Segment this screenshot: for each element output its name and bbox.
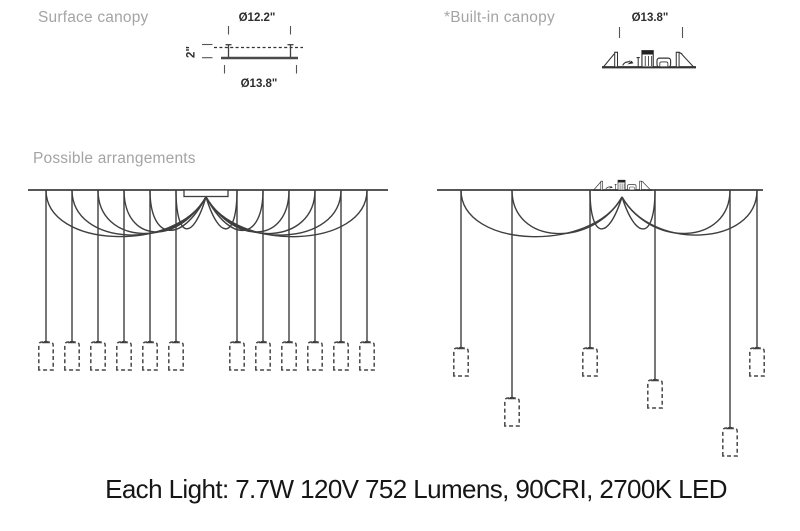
pendant-shade bbox=[116, 341, 132, 371]
cord-swag bbox=[205, 189, 368, 238]
surface-bottom-diameter-label: Ø13.8" bbox=[241, 78, 278, 90]
surface-canopy-box bbox=[183, 189, 229, 198]
pendant-shade bbox=[722, 427, 738, 457]
pendant-shade bbox=[168, 341, 184, 371]
cord-swag bbox=[149, 189, 207, 231]
dim-ticks-13 bbox=[223, 65, 298, 74]
pendant-shade bbox=[229, 341, 245, 371]
pendant-shade bbox=[281, 341, 297, 371]
built-in-diameter-label: Ø13.8" bbox=[632, 12, 669, 24]
arrangement-built-in-canopy bbox=[437, 189, 765, 457]
pendant-shade bbox=[582, 347, 598, 377]
dim-ticks-built-in bbox=[618, 27, 684, 38]
spec-line: Each Light: 7.7W 120V 752 Lumens, 90CRI,… bbox=[105, 474, 727, 504]
possible-arrangements-label: Possible arrangements bbox=[33, 150, 196, 167]
cord-swag bbox=[45, 189, 207, 238]
cord-swag bbox=[621, 189, 758, 236]
arrangement-surface-canopy bbox=[28, 189, 388, 371]
cord-swag bbox=[123, 189, 207, 233]
pendant-shade bbox=[255, 341, 271, 371]
built-in-canopy-label: *Built-in canopy bbox=[444, 9, 555, 26]
cord-swag bbox=[460, 189, 623, 238]
built-in-canopy-cross-section bbox=[600, 49, 698, 69]
cord-swag bbox=[589, 189, 623, 230]
dim-ticks-12 bbox=[227, 26, 292, 35]
dim-ticks-height bbox=[202, 43, 213, 59]
pendant-shade bbox=[749, 347, 765, 377]
canopy-side-bars bbox=[225, 44, 294, 58]
pendant-shade bbox=[504, 397, 520, 427]
pendant-shade bbox=[453, 347, 469, 377]
pendant-shade bbox=[359, 341, 375, 371]
pendant-shade bbox=[142, 341, 158, 371]
built-in-canopy-diagram: Ø13.8" bbox=[600, 12, 698, 69]
mini-built-in-canopy bbox=[592, 179, 653, 191]
surface-top-diameter-label: Ø12.2" bbox=[239, 12, 276, 24]
pendant-shade bbox=[90, 341, 106, 371]
pendant-shade bbox=[64, 341, 80, 371]
surface-height-label: 2" bbox=[186, 46, 198, 58]
pendant-shade bbox=[307, 341, 323, 371]
pendant-shade bbox=[38, 341, 54, 371]
pendant-shade bbox=[333, 341, 349, 371]
surface-canopy-label: Surface canopy bbox=[38, 9, 149, 26]
pendant-shade bbox=[647, 379, 663, 409]
cord-swag bbox=[511, 189, 623, 235]
surface-canopy-diagram: Ø12.2" 2" Ø13.8" bbox=[186, 12, 303, 90]
